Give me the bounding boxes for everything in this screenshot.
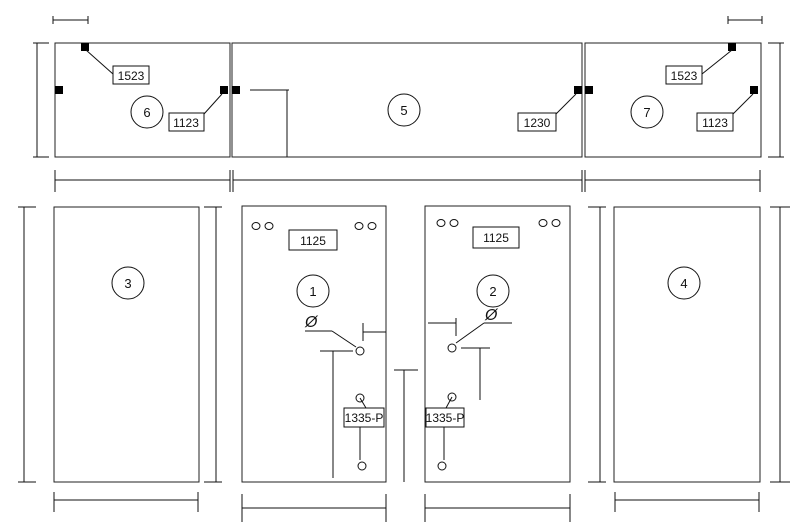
panel-5: 1230 5 — [231, 42, 583, 158]
hinge-mark — [81, 43, 89, 51]
hinge-mark — [55, 86, 63, 94]
top-left-vertical-dimension — [33, 42, 49, 158]
hinge-mark — [750, 86, 758, 94]
top-row-width-dimensions — [54, 170, 761, 192]
panel-7: 1523 1123 7 — [584, 42, 762, 158]
hinge-mark — [574, 86, 582, 94]
panel-2-label: 1125 — [483, 231, 509, 245]
hole — [449, 219, 459, 227]
hole — [367, 222, 377, 230]
panel-6: 1523 1123 6 — [54, 42, 231, 158]
panel-2-number: 2 — [489, 284, 496, 299]
panel-6-top-label: 1523 — [118, 69, 145, 83]
top-right-vertical-dimension — [768, 42, 784, 158]
panel-1-diameter-symbol: Ø — [304, 314, 319, 331]
hole — [551, 219, 561, 227]
center-gap-dimension — [394, 369, 418, 482]
panel-1-fitting-label: 1335-P — [345, 411, 384, 425]
panel-7-top-label: 1523 — [671, 69, 698, 83]
panel-3: 3 — [18, 206, 222, 512]
hinge-mark — [728, 43, 736, 51]
hole — [251, 222, 261, 230]
hole — [357, 461, 367, 471]
top-left-dimension-tick — [52, 16, 89, 24]
panel-5-label: 1230 — [524, 116, 551, 130]
panel-7-side-label: 1123 — [702, 116, 728, 130]
hole — [264, 222, 274, 230]
hole — [447, 343, 457, 353]
hole — [436, 219, 446, 227]
hinge-mark — [232, 86, 240, 94]
panel-3-number: 3 — [124, 276, 131, 291]
panel-7-number: 7 — [643, 105, 650, 120]
panel-6-number: 6 — [143, 105, 150, 120]
top-right-dimension-tick — [727, 16, 763, 24]
panel-1-number: 1 — [309, 284, 316, 299]
panel-2: 1125 2 Ø 1335-P — [424, 205, 571, 522]
panel-2-diameter-symbol: Ø — [484, 307, 499, 324]
panel-4: 4 — [588, 206, 790, 512]
panel-6-side-label: 1123 — [173, 116, 199, 130]
hinge-mark — [585, 86, 593, 94]
panel-2-fitting-label: 1335-P — [426, 411, 465, 425]
panel-1-label: 1125 — [300, 234, 326, 248]
panel-5-number: 5 — [400, 103, 407, 118]
hole — [354, 222, 364, 230]
panel-4-number: 4 — [680, 276, 687, 291]
hole — [355, 346, 365, 356]
panel-1: 1125 1 Ø 1335-P — [241, 205, 387, 522]
hole — [437, 461, 447, 471]
hole — [538, 219, 548, 227]
hinge-mark — [220, 86, 228, 94]
